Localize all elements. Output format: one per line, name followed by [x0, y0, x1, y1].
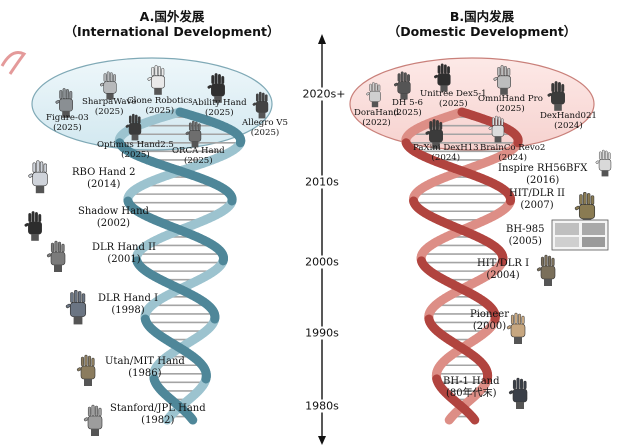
utah-mit-hand-icon	[77, 355, 95, 386]
timeline-label-2010s: 2010s	[304, 176, 340, 189]
pioneer-robot-icon	[507, 313, 525, 344]
hit-dlr-i-icon	[537, 255, 555, 286]
domestic-strand-segment	[449, 418, 450, 420]
dom-hand-label: Unitree Dex5-1(2025)	[420, 89, 487, 109]
inspire-rh56bfx-icon	[595, 150, 610, 176]
dom-hand-label: HIT/DLR II(2007)	[509, 188, 565, 212]
dom-hand-label: DexHand021(2024)	[540, 111, 597, 131]
logo-fragment-icon	[2, 53, 24, 75]
dom-hand-label: BrainCo Revo2(2024)	[480, 143, 545, 163]
dom-hand-label: HIT/DLR I(2004)	[477, 258, 529, 282]
timeline-label-1980s: 1980s	[304, 400, 340, 413]
intl-hand-label: Utah/MIT Hand(1986)	[105, 356, 185, 380]
dom-hand-label: BH-985(2005)	[506, 224, 545, 248]
intl-hand-label: RBO Hand 2(2014)	[72, 167, 136, 191]
dom-hand-label: PaXini DexH13(2024)	[413, 143, 479, 163]
dlr-hand-ii-icon	[47, 241, 65, 272]
intl-hand-label: DLR Hand I(1998)	[98, 293, 158, 317]
intl-hand-label: Stanford/JPL Hand(1982)	[110, 403, 206, 427]
dom-hand-label: OmniHand Pro(2025)	[478, 94, 543, 114]
dom-hand-label: BH-1 Hand(80年代末)	[443, 376, 500, 400]
dom-hand-label: Pioneer(2000)	[470, 309, 509, 333]
bh-1-hand-icon	[509, 378, 527, 409]
dlr-hand-i-icon	[66, 290, 86, 324]
rbo-hand-icon	[28, 161, 47, 194]
timeline-arrow-down-icon	[318, 436, 326, 445]
dom-hand-label: DH 5-6(2025)	[392, 98, 423, 118]
stanford-jpl-hand-icon	[84, 405, 102, 436]
timeline-label-1990s: 1990s	[304, 327, 340, 340]
shadow-hand-icon	[24, 211, 41, 240]
intl-hand-label: Shadow Hand(2002)	[78, 206, 149, 230]
domestic-strand-segment	[473, 418, 474, 420]
intl-hand-label: ORCA Hand(2025)	[172, 146, 225, 166]
dom-hand-label: Inspire RH56BFX(2016)	[498, 163, 587, 187]
intl-hand-label: DLR Hand II(2001)	[92, 242, 156, 266]
intl-hand-label: Clone Robotics(2025)	[127, 96, 193, 116]
timeline-label-2020s: 2020s+	[302, 88, 347, 101]
intl-hand-label: Allegro V5(2025)	[242, 118, 288, 138]
intl-hand-label: Ability Hand(2025)	[192, 98, 247, 118]
intl-hand-label: Optimus Hand2.5(2025)	[97, 140, 174, 160]
timeline-label-2000s: 2000s	[304, 256, 340, 269]
bh-985-image-icon	[552, 220, 608, 250]
timeline-arrow-up-icon	[318, 34, 326, 44]
